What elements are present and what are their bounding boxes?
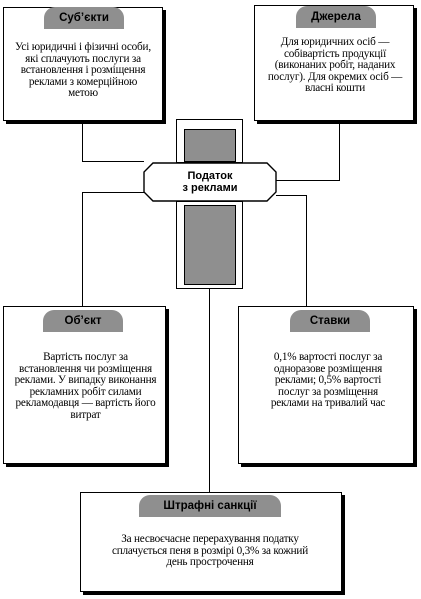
center-title: Податок з реклами [143,170,277,194]
rates-box [238,306,414,464]
connector-line-penalties [209,288,210,492]
sources-text: Для юридичних осіб — собівартість продук… [267,36,403,95]
center-node: Податок з реклами [143,162,277,202]
object-box [3,306,166,464]
rates-text: 0,1% вартості послуг за одноразове розмі… [270,351,386,410]
sources-title: Джерела [296,6,376,28]
connector-line-sources [339,122,340,180]
penalties-title: Штрафні санкції [139,495,281,517]
center-octagon-shape [143,162,277,202]
connector-line-subjects-h [82,161,144,162]
connector-line-subjects [82,122,83,162]
center-title-line2: з реклами [182,182,238,194]
subjects-text: Усі юридичні і фізичні особи, які сплачу… [15,41,151,100]
lower-connector-fill [184,205,236,285]
lower-connector-block [176,201,243,289]
connector-line-rates [306,195,307,306]
penalties-text: За несвоєчасне перерахування податку спл… [111,533,309,569]
connector-line-sources-h [276,180,340,181]
upper-connector-block [176,119,243,163]
connector-line-rates-h [276,195,306,196]
object-text: Вартість послуг за встановлення чи розмі… [14,351,157,421]
upper-connector-fill [184,129,236,162]
object-title: Об’єкт [43,310,123,332]
center-title-line1: Податок [187,170,233,182]
connector-line-object-h [82,192,144,193]
connector-line-object [82,192,83,306]
rates-title: Ставки [290,310,370,332]
subjects-title: Суб’єкти [44,7,124,29]
